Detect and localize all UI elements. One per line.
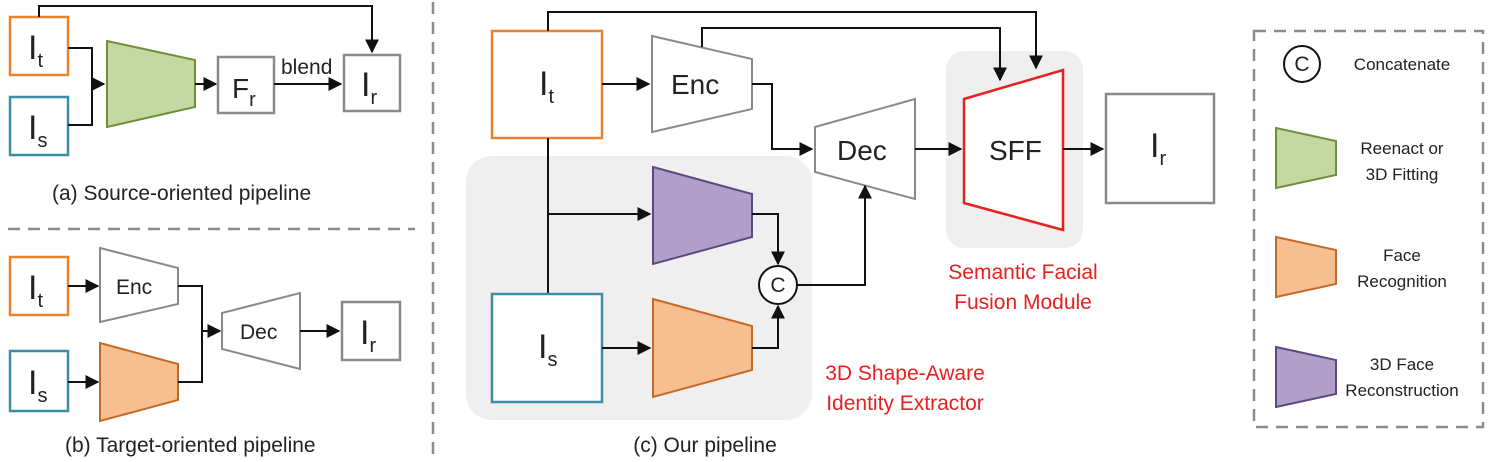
legend-concatenate-label: Concatenate xyxy=(1354,55,1450,74)
a-blend-label: blend xyxy=(281,56,332,79)
panel-c-our-pipeline: It Enc Dec SFF Ir Is xyxy=(466,11,1216,457)
b-target-image-label: It xyxy=(28,269,43,312)
c-source-image-box xyxy=(490,292,604,404)
b-dec-trapezoid xyxy=(221,291,301,371)
c-source-image-label: Is xyxy=(538,328,557,371)
svg-text:C: C xyxy=(1294,53,1309,76)
c-enc-trapezoid xyxy=(651,34,753,134)
c-caption: (c) Our pipeline xyxy=(633,434,777,457)
b-caption: (b) Target-oriented pipeline xyxy=(65,434,316,457)
sff-caption-line1: Semantic Facial xyxy=(948,261,1097,284)
b-enc-trapezoid xyxy=(99,246,179,324)
c-result-label: Ir xyxy=(1150,127,1166,170)
legend: C Concatenate Reenact or 3D Fitting Face… xyxy=(1252,29,1485,429)
legend-face-recon-line1: 3D Face xyxy=(1370,355,1434,374)
concatenate-circle-label: C xyxy=(770,274,785,297)
a-reenact-trapezoid xyxy=(106,39,196,129)
legend-border xyxy=(1252,29,1485,429)
b-target-image-box xyxy=(8,255,70,317)
legend-face-rec-line1: Face xyxy=(1383,246,1421,265)
b-source-image-label: Is xyxy=(28,364,47,407)
c-face-recognition-trapezoid xyxy=(652,297,753,399)
a-result-box xyxy=(342,53,402,113)
legend-reenact-icon xyxy=(1275,126,1337,190)
c-dec-label: Dec xyxy=(837,135,887,166)
a-fr-label: Fr xyxy=(232,73,256,111)
a-source-image-label: Is xyxy=(28,109,47,152)
c-target-image-label: It xyxy=(539,65,554,108)
c-enc-label: Enc xyxy=(671,69,719,100)
legend-reenact-line2: 3D Fitting xyxy=(1366,165,1439,184)
sff-trapezoid xyxy=(962,68,1065,232)
b-result-label: Ir xyxy=(360,314,376,357)
sff-label: SFF xyxy=(989,135,1042,166)
panel-a-source-oriented: It Is Fr blend Ir (a) Source-oriented pi… xyxy=(8,5,402,205)
legend-reenact-line1: Reenact or xyxy=(1360,139,1443,158)
c-dec-trapezoid xyxy=(814,97,916,201)
b-result-box xyxy=(340,300,402,362)
b-dec-label: Dec xyxy=(240,321,277,344)
b-face-recognition-trapezoid xyxy=(99,341,179,423)
legend-face-reconstruction-icon xyxy=(1275,345,1337,409)
extractor-caption-line1: 3D Shape-Aware xyxy=(825,362,985,385)
sff-caption-line2: Fusion Module xyxy=(954,291,1092,314)
legend-face-rec-line2: Recognition xyxy=(1357,272,1447,291)
a-fr-box xyxy=(216,55,276,115)
a-result-label: Ir xyxy=(361,66,377,109)
legend-face-recognition-icon xyxy=(1275,235,1337,299)
legend-concatenate-icon xyxy=(1283,45,1321,83)
a-caption: (a) Source-oriented pipeline xyxy=(52,182,311,205)
extractor-caption-line2: Identity Extractor xyxy=(826,392,984,415)
b-source-image-box xyxy=(8,349,70,413)
b-enc-label: Enc xyxy=(116,276,152,299)
panel-b-target-oriented: It Is Enc Dec Ir (b) Target-oriented pip… xyxy=(8,246,402,457)
legend-face-recon-line2: Reconstruction xyxy=(1345,381,1458,400)
c-face-reconstruction-trapezoid xyxy=(652,165,753,266)
c-result-box xyxy=(1104,92,1216,205)
a-target-image-label: It xyxy=(28,29,43,72)
